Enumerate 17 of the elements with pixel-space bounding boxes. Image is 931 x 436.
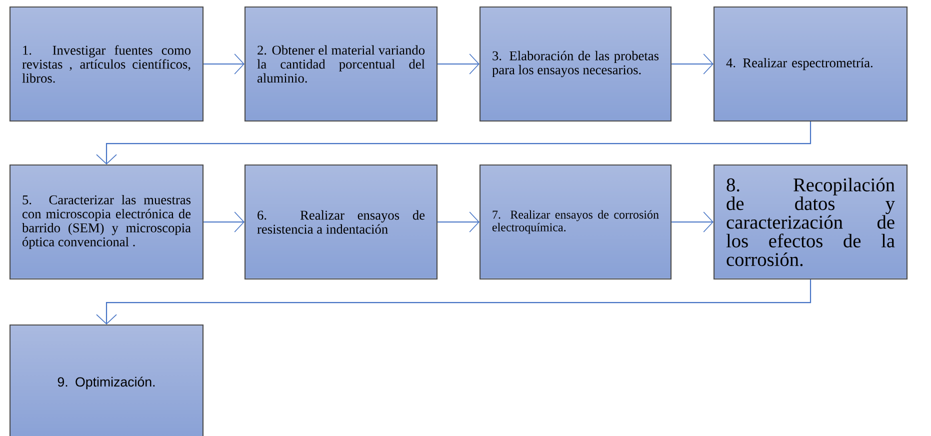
arrow — [204, 212, 244, 232]
arrow — [96, 122, 812, 164]
process-box: 5. Caracterizar las muestras con microscopia electrónica de barrido (SEM) y microscopia óptica convencional . — [9, 164, 204, 280]
process-box: 8. Recopilación de datos y caracterización de los efectos de la corrosión. — [713, 164, 908, 280]
process-box: 3. Elaboración de las probetas para los ensayos necesarios. — [479, 6, 672, 122]
process-box: 1. Investigar fuentes como revistas , artículos científicos, libros. — [9, 6, 204, 122]
arrow — [438, 212, 480, 232]
process-box: 6. Realizar ensayos de resistencia a indentación — [244, 164, 438, 280]
process-box: 7. Realizar ensayos de corrosión electroquímica. — [479, 164, 672, 280]
arrow — [96, 280, 812, 324]
arrow — [672, 54, 714, 74]
arrow — [672, 212, 714, 232]
process-box: 9. Optimización. — [9, 324, 204, 436]
arrow — [204, 54, 244, 74]
process-box: 4. Realizar espectrometría. — [713, 6, 908, 122]
arrow — [438, 54, 480, 74]
process-box: 2. Obtener el material variando la cantidad porcentual del aluminio. — [244, 6, 438, 122]
